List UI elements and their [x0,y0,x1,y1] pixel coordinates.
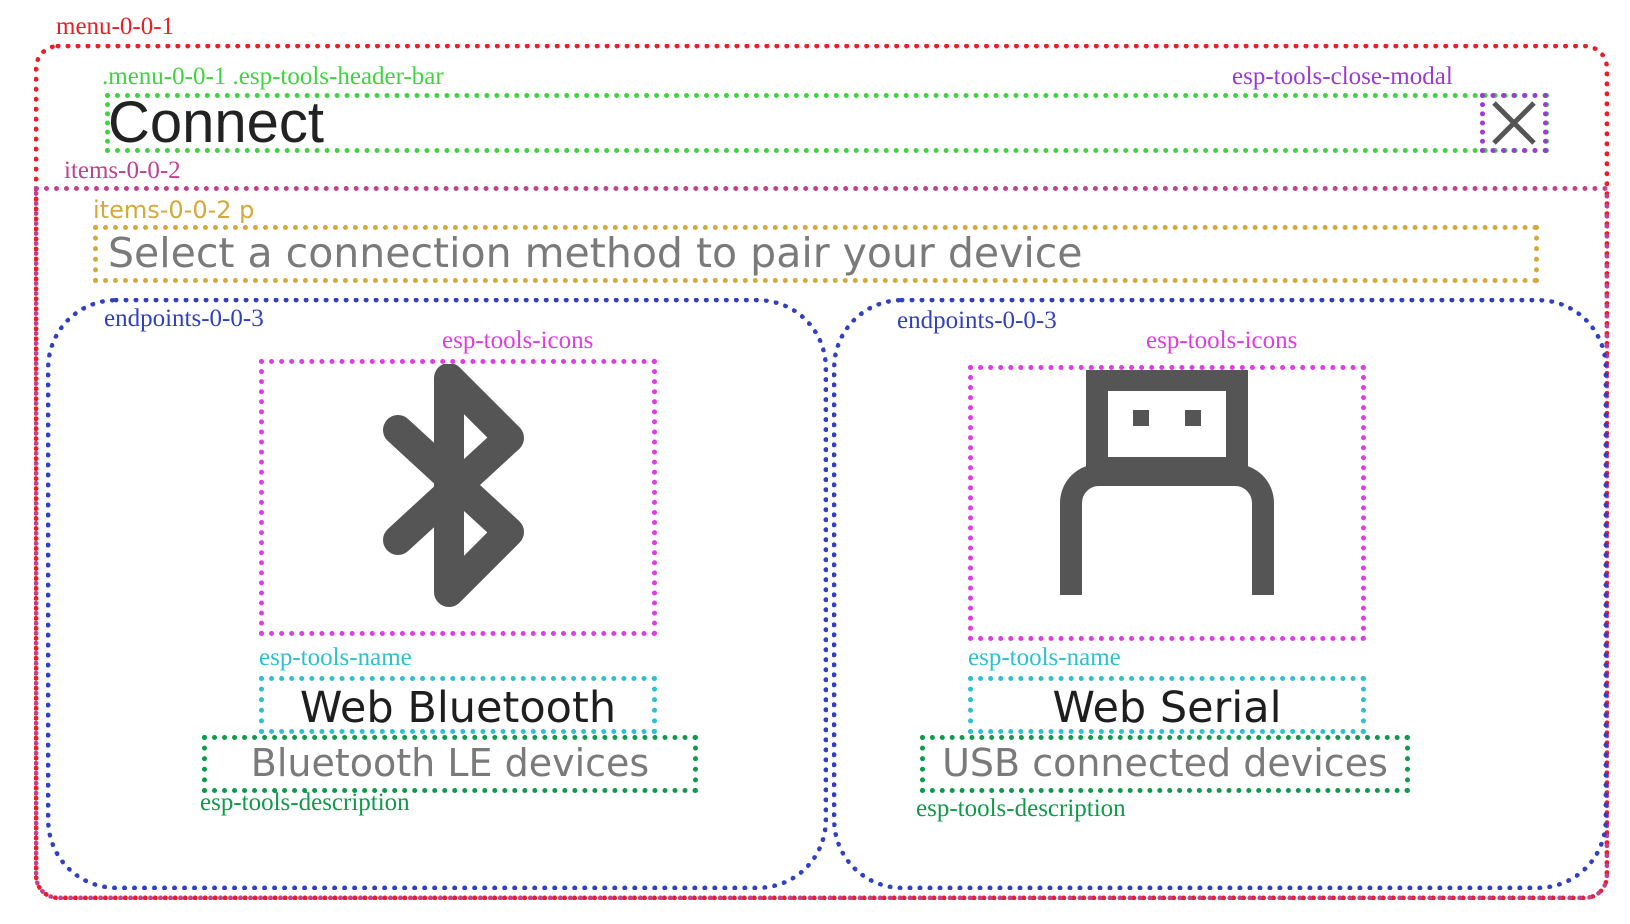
endpoint-web-bluetooth[interactable] [46,298,828,890]
label-description-2: esp-tools-description [916,795,1126,822]
label-name-2: esp-tools-name [968,644,1121,671]
close-modal-button[interactable] [1480,93,1548,153]
label-description-1: esp-tools-description [200,789,410,816]
subtitle-box [93,225,1539,283]
bluetooth-icon-box [259,359,657,636]
label-items-p: items-0-0-2 p [93,196,255,224]
label-icons-1: esp-tools-icons [442,327,594,354]
usb-icon-box [968,365,1366,641]
close-icon [1492,101,1536,145]
label-name-1: esp-tools-name [259,644,412,671]
label-close-modal: esp-tools-close-modal [1232,63,1453,90]
label-menu: menu-0-0-1 [56,13,175,40]
endpoint-name: Web Bluetooth [299,683,617,733]
label-endpoints-2: endpoints-0-0-3 [897,307,1057,334]
dialog-subtitle: Select a connection method to pair your … [108,229,1083,277]
label-items: items-0-0-2 [64,157,181,184]
endpoint-name-box [968,676,1366,734]
bluetooth-icon [383,364,524,607]
dialog-title: Connect [108,90,325,155]
endpoint-name: Web Serial [1052,683,1282,733]
endpoint-name-box [259,676,657,734]
label-header-bar: .menu-0-0-1 .esp-tools-header-bar [102,63,444,90]
endpoint-description-box [202,735,698,793]
label-icons-2: esp-tools-icons [1146,327,1298,354]
usb-icon [1060,370,1274,595]
label-endpoints-1: endpoints-0-0-3 [104,305,264,332]
endpoint-description-box [920,735,1410,793]
endpoint-description: Bluetooth LE devices [250,741,650,785]
endpoint-description: USB connected devices [942,741,1388,785]
endpoint-web-serial[interactable] [832,298,1608,890]
